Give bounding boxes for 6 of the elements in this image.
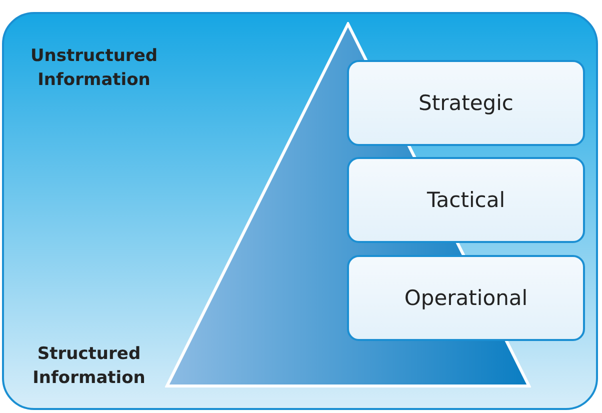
axis-label: Structured Information — [32, 343, 146, 390]
level-box: Operational — [347, 255, 585, 341]
axis-label: Unstructured Information — [29, 45, 159, 92]
level-box: Strategic — [347, 60, 585, 146]
level-box: Tactical — [347, 157, 585, 243]
panel-background — [2, 12, 598, 410]
